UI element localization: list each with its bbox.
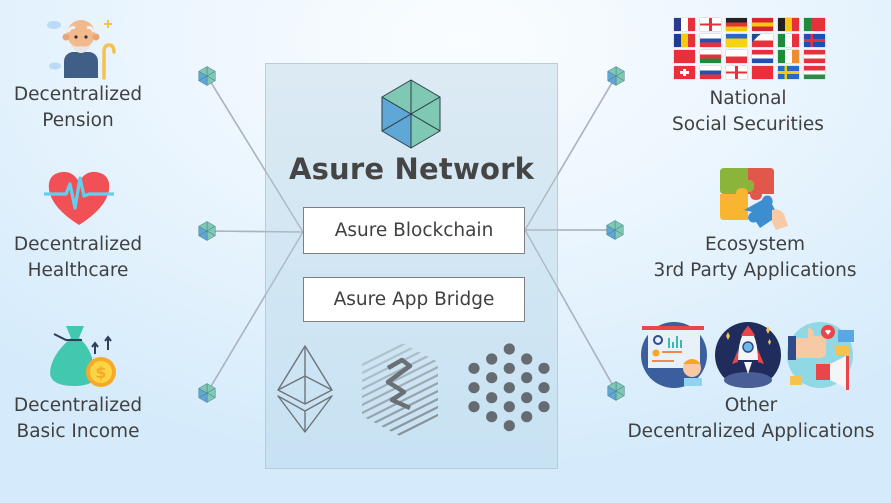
- flag: [700, 34, 721, 47]
- flag: [804, 66, 825, 79]
- dapp-illustrations-icon: [641, 322, 854, 390]
- flag: [674, 34, 695, 47]
- flag: [778, 66, 799, 79]
- node-basic-income-line1: Decentralized: [13, 395, 143, 416]
- dot: [486, 372, 498, 384]
- dot: [486, 353, 498, 365]
- dot: [538, 382, 550, 394]
- node-social-securities-label: National Social Securities: [660, 86, 836, 138]
- node-other-dapps-line2: Decentralized Applications: [627, 421, 875, 442]
- node-social-securities-line1: National: [709, 88, 787, 109]
- dot: [538, 401, 550, 413]
- asure-hexagon-logo: [381, 79, 441, 149]
- dot: [468, 362, 480, 374]
- asure-network-title: Asure Network: [288, 152, 535, 186]
- dot: [503, 401, 515, 413]
- striped-hexagon-icon: [362, 342, 438, 436]
- asure-blockchain-box: Asure Blockchain: [303, 207, 525, 254]
- rocket-launch-icon: [715, 322, 781, 388]
- flag: [804, 50, 825, 63]
- dot: [538, 362, 550, 374]
- dot: [468, 382, 480, 394]
- analytics-presentation-icon: [641, 322, 707, 388]
- dot: [503, 420, 515, 432]
- flag: [804, 34, 825, 47]
- dot: [486, 392, 498, 404]
- money-bag-coin-icon: $: [50, 326, 116, 387]
- node-pension-line2: Pension: [42, 110, 114, 131]
- elderly-man-icon: [47, 20, 116, 80]
- dot: [521, 392, 533, 404]
- flag: [778, 18, 799, 31]
- node-ecosystem-line2: 3rd Party Applications: [653, 260, 857, 281]
- flag: [778, 34, 799, 47]
- dot: [521, 372, 533, 384]
- dot: [486, 411, 498, 423]
- european-flags-icon: [674, 18, 826, 80]
- flag: [700, 18, 721, 31]
- heartbeat-heart-icon: [44, 171, 114, 225]
- flag: [752, 18, 773, 31]
- node-healthcare-line2: Healthcare: [27, 260, 129, 281]
- node-pension-label: Decentralized Pension: [0, 82, 156, 134]
- social-marketing-icon: [787, 322, 854, 390]
- dot: [468, 401, 480, 413]
- flag: [752, 50, 773, 63]
- flag: [726, 50, 747, 63]
- node-other-dapps-line1: Other: [724, 395, 778, 416]
- ethereum-icon: [277, 345, 333, 433]
- flag: [674, 50, 695, 63]
- flag: [674, 18, 695, 31]
- node-social-securities-line2: Social Securities: [672, 114, 824, 135]
- puzzle-pieces-icon: [720, 168, 788, 230]
- dot-grid-hexagon-icon: [468, 343, 550, 432]
- node-ecosystem-line1: Ecosystem: [704, 234, 806, 255]
- flag: [700, 50, 721, 63]
- flag: [674, 66, 695, 79]
- asure-app-bridge-box: Asure App Bridge: [303, 277, 525, 322]
- dot: [503, 362, 515, 374]
- dot: [521, 411, 533, 423]
- node-healthcare-label: Decentralized Healthcare: [0, 232, 156, 284]
- svg-text:$: $: [95, 363, 106, 382]
- flag: [752, 66, 773, 79]
- flag: [726, 18, 747, 31]
- flag: [726, 34, 747, 47]
- dot: [503, 382, 515, 394]
- flag: [778, 50, 799, 63]
- flag: [700, 66, 721, 79]
- flag: [752, 34, 773, 47]
- node-ecosystem-label: Ecosystem 3rd Party Applications: [642, 232, 868, 284]
- dot: [503, 343, 515, 355]
- node-basic-income-line2: Basic Income: [16, 421, 140, 442]
- dot: [521, 353, 533, 365]
- node-basic-income-label: Decentralized Basic Income: [0, 393, 156, 445]
- node-other-dapps-label: Other Decentralized Applications: [618, 393, 884, 445]
- node-healthcare-line1: Decentralized: [13, 234, 143, 255]
- flag: [804, 18, 825, 31]
- flag: [726, 66, 747, 79]
- node-pension-line1: Decentralized: [13, 84, 143, 105]
